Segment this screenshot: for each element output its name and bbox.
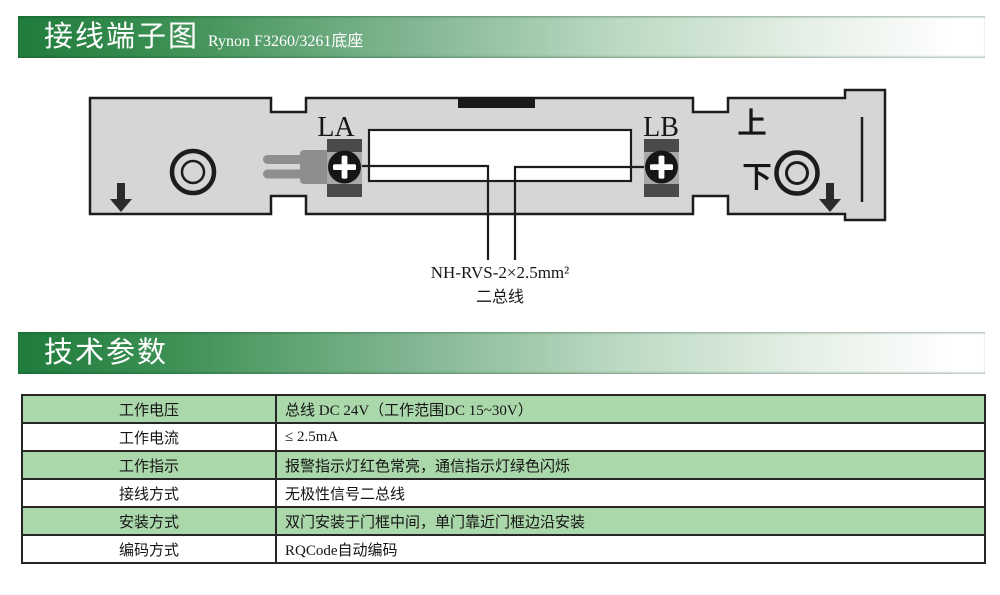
param-value: 双门安装于门框中间，单门靠近门框边沿安装	[275, 506, 986, 536]
label-down: 下	[742, 162, 771, 194]
param-label: 接线方式	[21, 478, 277, 508]
cable-spec: NH-RVS-2×2.5mm²	[431, 263, 569, 282]
spade-connector	[263, 150, 332, 184]
wiring-diagram: LA LB 上 下 NH-RVS-2×2.5mm² 二总线	[88, 88, 887, 306]
terminal-la	[327, 139, 362, 197]
spec-table: 工作电压 总线 DC 24V（工作范围DC 15~30V） 工作电流 ≤ 2.5…	[21, 394, 986, 564]
param-value: 报警指示灯红色常亮，通信指示灯绿色闪烁	[275, 450, 986, 480]
param-value: 总线 DC 24V（工作范围DC 15~30V）	[275, 394, 986, 424]
label-up: 上	[737, 107, 766, 140]
mounting-hole-right	[774, 150, 820, 196]
top-edge-mark	[458, 97, 535, 108]
section-header-wiring: 接线端子图 Rynon F3260/3261底座	[18, 16, 985, 58]
table-row: 工作电流 ≤ 2.5mA	[21, 422, 986, 452]
section-title: 接线端子图	[44, 21, 200, 53]
table-row: 接线方式 无极性信号二总线	[21, 478, 986, 508]
param-label: 安装方式	[21, 506, 277, 536]
table-row: 工作指示 报警指示灯红色常亮，通信指示灯绿色闪烁	[21, 450, 986, 480]
center-cutout	[367, 128, 633, 183]
label-la: LA	[317, 112, 355, 143]
down-arrow-icon	[819, 183, 841, 212]
mounting-hole-left	[169, 148, 217, 196]
param-label: 工作指示	[21, 450, 277, 480]
table-row: 编码方式 RQCode自动编码	[21, 534, 986, 564]
param-value: 无极性信号二总线	[275, 478, 986, 508]
terminal-lb	[644, 139, 679, 197]
param-label: 工作电压	[21, 394, 277, 424]
section-header-specs: 技术参数	[18, 332, 985, 374]
section-title: 技术参数	[44, 337, 169, 369]
bus-wire-a	[362, 164, 490, 260]
param-value: ≤ 2.5mA	[275, 422, 986, 452]
bus-wire-b	[513, 165, 644, 260]
table-row: 安装方式 双门安装于门框中间，单门靠近门框边沿安装	[21, 506, 986, 536]
section-subtitle: Rynon F3260/3261底座	[208, 33, 364, 50]
param-label: 编码方式	[21, 534, 277, 564]
param-label: 工作电流	[21, 422, 277, 452]
cable-name: 二总线	[476, 288, 524, 306]
param-value: RQCode自动编码	[275, 534, 986, 564]
table-row: 工作电压 总线 DC 24V（工作范围DC 15~30V）	[21, 394, 986, 424]
label-lb: LB	[643, 112, 679, 143]
down-arrow-icon	[110, 183, 132, 212]
